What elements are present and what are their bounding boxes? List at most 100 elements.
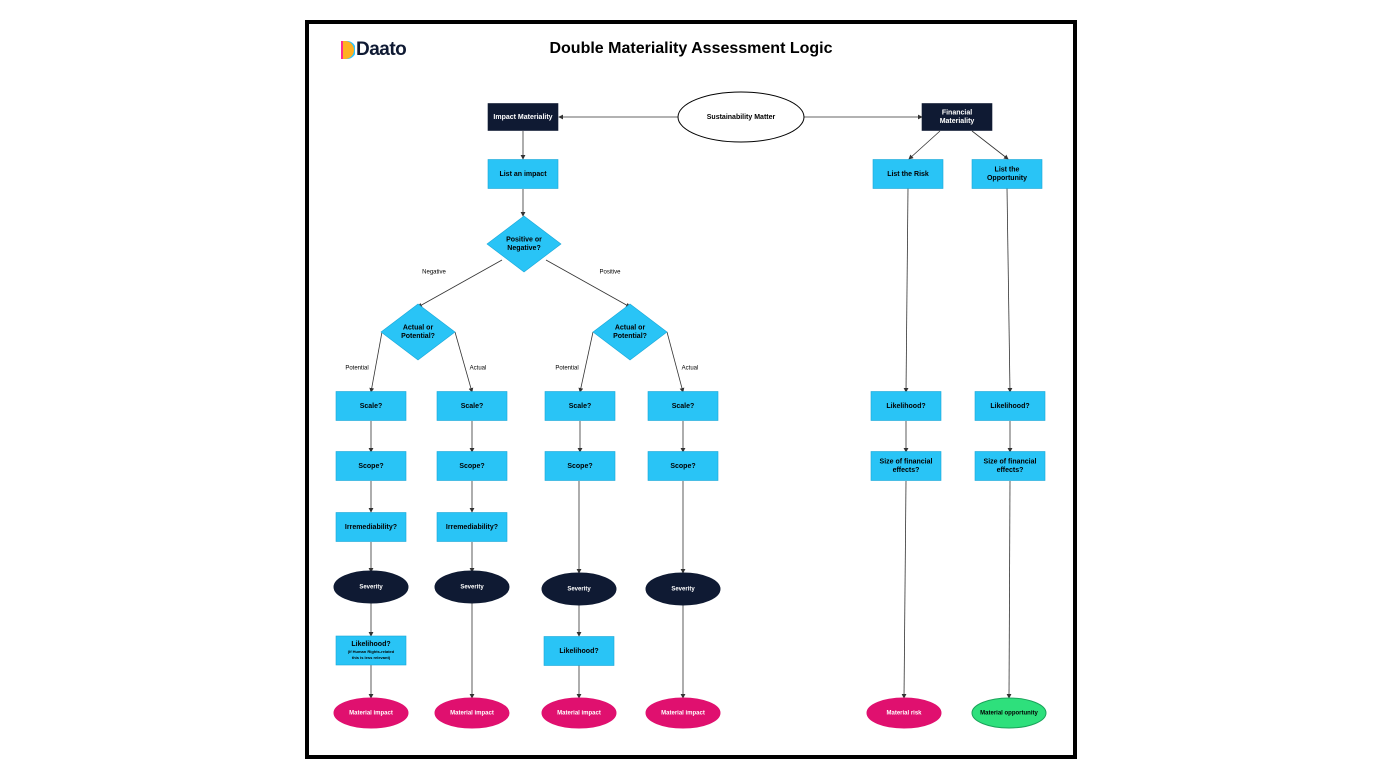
scale-node-3-text: Scale? xyxy=(569,403,592,410)
scope-node-1-text: Scope? xyxy=(358,463,383,470)
material-impact-node-2-shape xyxy=(434,697,510,729)
impact-materiality-node-text: Impact Materiality xyxy=(493,114,552,121)
positive-negative-decision-text: Negative? xyxy=(507,245,540,252)
nodes: Sustainability Matter Impact Materiality F… xyxy=(333,91,1047,729)
size-financial-effects-node-risk-text: Size of financial xyxy=(880,458,933,465)
list-risk-node: List the Risk xyxy=(872,159,944,189)
scope-node-2-shape xyxy=(436,451,508,481)
scope-node-4-text: Scope? xyxy=(670,463,695,470)
scope-node-2: Scope? xyxy=(436,451,508,481)
sustainability-matter-node-shape xyxy=(677,91,805,143)
material-impact-node-1-shape xyxy=(333,697,409,729)
size-financial-effects-node-opportunity-text: Size of financial xyxy=(984,458,1037,465)
connector-arrow xyxy=(369,331,383,393)
list-risk-node-text: List the Risk xyxy=(887,171,929,178)
scope-node-3-text: Scope? xyxy=(567,463,592,470)
material-impact-node-4-text: Material impact xyxy=(661,711,705,717)
connector-arrow xyxy=(901,480,907,699)
scale-node-3-shape xyxy=(544,391,616,421)
irremediability-node-2: Irremediability? xyxy=(436,512,508,542)
material-opportunity-node: Material opportunity xyxy=(971,697,1047,729)
impact-materiality-node-shape xyxy=(487,103,559,131)
diagram-title: Double Materiality Assessment Logic xyxy=(549,40,833,57)
severity-node-3-text: Severity xyxy=(567,587,591,593)
sustainability-matter-node: Sustainability Matter xyxy=(677,91,805,143)
size-financial-effects-node-opportunity: Size of financial effects? xyxy=(974,451,1046,481)
list-impact-node-shape xyxy=(487,159,559,189)
connector-arrow xyxy=(1006,480,1012,699)
edge-label-negative: Negative xyxy=(422,270,446,276)
likelihood-node-2-text: Likelihood? xyxy=(559,648,598,655)
severity-node-4: Severity xyxy=(645,572,721,606)
irremediability-node-1-text: Irremediability? xyxy=(345,524,397,531)
connector-arrow xyxy=(454,331,474,393)
edge-label-potential: Potential xyxy=(555,366,578,372)
severity-node-4-text: Severity xyxy=(671,587,695,593)
connector-arrow xyxy=(903,187,909,393)
list-risk-node-shape xyxy=(872,159,944,189)
connector-arrow xyxy=(545,259,631,308)
likelihood-node-1: Likelihood?(If Human Rights-relatedthis … xyxy=(335,635,407,666)
likelihood-note-text: this is less relevant) xyxy=(352,655,391,660)
severity-node-1: Severity xyxy=(333,570,409,604)
irremediability-node-2-shape xyxy=(436,512,508,542)
connector-arrow xyxy=(1006,187,1013,393)
size-financial-effects-node-risk-text: effects? xyxy=(893,467,920,474)
material-impact-node-2: Material impact xyxy=(434,697,510,729)
connector-arrow xyxy=(971,130,1009,160)
severity-node-3: Severity xyxy=(541,572,617,606)
likelihood-node-risk-text: Likelihood? xyxy=(886,403,925,410)
actual-potential-decision-negative-text: Potential? xyxy=(401,333,435,340)
list-opportunity-node-text: Opportunity xyxy=(987,175,1027,182)
material-impact-node-3-shape xyxy=(541,697,617,729)
size-financial-effects-node-opportunity-shape xyxy=(974,451,1046,481)
scale-node-3: Scale? xyxy=(544,391,616,421)
impact-materiality-node: Impact Materiality xyxy=(487,103,559,131)
list-impact-node: List an impact xyxy=(487,159,559,189)
likelihood-note-text: (If Human Rights-related xyxy=(348,649,395,654)
positive-negative-decision-text: Positive or xyxy=(506,236,542,243)
material-opportunity-node-text: Material opportunity xyxy=(980,711,1038,717)
severity-node-1-text: Severity xyxy=(359,585,383,591)
size-financial-effects-node-opportunity-text: effects? xyxy=(997,467,1024,474)
scope-node-2-text: Scope? xyxy=(459,463,484,470)
material-impact-node-3: Material impact xyxy=(541,697,617,729)
severity-node-4-shape xyxy=(645,572,721,606)
irremediability-node-1: Irremediability? xyxy=(335,512,407,542)
material-opportunity-node-shape xyxy=(971,697,1047,729)
scope-node-1-shape xyxy=(335,451,407,481)
scale-node-1-shape xyxy=(335,391,407,421)
scale-node-4-shape xyxy=(647,391,719,421)
edge-label-potential: Potential xyxy=(345,366,368,372)
material-impact-node-4: Material impact xyxy=(645,697,721,729)
logo-text: Daato xyxy=(356,39,407,60)
size-financial-effects-node-risk-shape xyxy=(870,451,942,481)
edge-label-actual: Actual xyxy=(470,366,487,372)
severity-node-2-shape xyxy=(434,570,510,604)
likelihood-node-2: Likelihood? xyxy=(543,636,615,666)
material-impact-node-1-text: Material impact xyxy=(349,711,393,717)
sustainability-matter-node-text: Sustainability Matter xyxy=(707,114,776,121)
scale-node-1-text: Scale? xyxy=(360,403,383,410)
likelihood-node-1-shape xyxy=(335,635,407,666)
material-risk-node-shape xyxy=(866,697,942,729)
likelihood-node-risk-shape xyxy=(870,391,942,421)
scope-node-4-shape xyxy=(647,451,719,481)
list-impact-node-text: List an impact xyxy=(499,171,547,178)
financial-materiality-node-text: Financial xyxy=(942,109,972,116)
irremediability-node-1-shape xyxy=(335,512,407,542)
severity-node-3-shape xyxy=(541,572,617,606)
scale-node-2: Scale? xyxy=(436,391,508,421)
likelihood-node-opportunity: Likelihood? xyxy=(974,391,1046,421)
actual-potential-decision-negative-shape xyxy=(380,303,456,361)
material-impact-node-2-text: Material impact xyxy=(450,711,494,717)
material-risk-node-text: Material risk xyxy=(886,711,922,717)
severity-node-2-text: Severity xyxy=(460,585,484,591)
scope-node-4: Scope? xyxy=(647,451,719,481)
list-opportunity-node-shape xyxy=(971,159,1043,189)
connector-arrow xyxy=(666,331,685,393)
